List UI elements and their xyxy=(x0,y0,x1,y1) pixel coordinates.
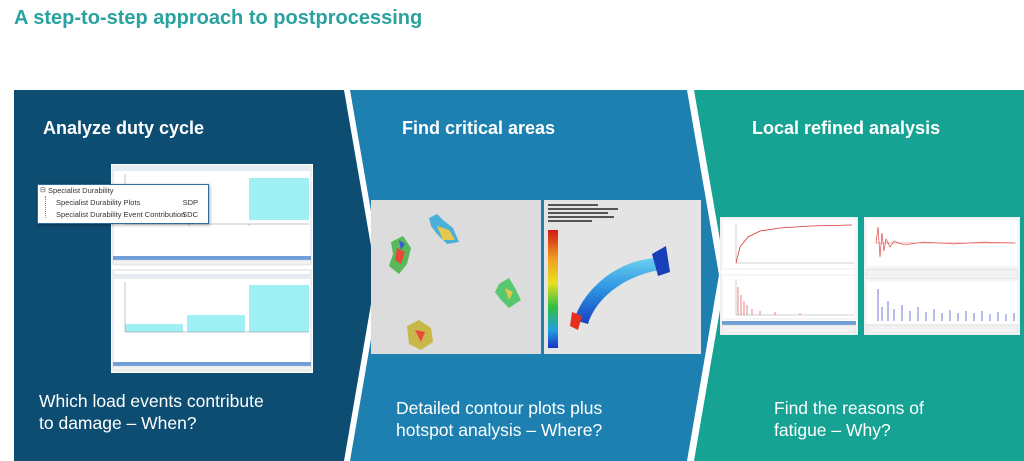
menu-item-code: SDC xyxy=(182,210,198,219)
panel-3-heading: Local refined analysis xyxy=(752,118,941,138)
damage-derivative-spikes xyxy=(737,287,801,315)
caption-line: Which load events contribute xyxy=(39,391,264,411)
load-signal-screenshot xyxy=(864,217,1020,335)
menu-root-label: Specialist Durability xyxy=(48,186,114,195)
specialist-durability-menu[interactable]: ⊟ Specialist Durability Specialist Durab… xyxy=(37,184,209,224)
panel-3-caption: Find the reasons of fatigue – Why? xyxy=(774,397,924,441)
tree-node-icon: ⊟ xyxy=(40,187,46,194)
panel-1-caption: Which load events contribute to damage –… xyxy=(39,390,264,434)
panel-3-background xyxy=(694,90,1024,461)
bar-event-3 xyxy=(249,285,309,332)
menu-item-code: SDP xyxy=(182,198,198,207)
load-signal-curve xyxy=(875,226,1015,258)
page-title: A step-to-step approach to postprocessin… xyxy=(14,7,423,29)
caption-line: to damage – When? xyxy=(39,413,197,433)
bar-event-2 xyxy=(187,315,245,332)
panel-1-heading: Analyze duty cycle xyxy=(43,118,205,138)
damage-curve xyxy=(735,224,853,264)
contour-beam xyxy=(574,258,660,324)
panel-2-caption: Detailed contour plots plus hotspot anal… xyxy=(396,397,602,441)
caption-line: fatigue – Why? xyxy=(774,420,891,440)
damage-history-screenshot xyxy=(720,217,858,335)
contour-plot-screenshot xyxy=(544,200,701,354)
hotspot-screenshot xyxy=(371,200,541,354)
caption-line: Detailed contour plots plus xyxy=(396,398,603,418)
menu-item-label: Specialist Durability Plots xyxy=(56,198,141,207)
menu-root-row[interactable]: ⊟ Specialist Durability xyxy=(38,185,208,197)
spectrum-bars xyxy=(877,289,1015,321)
contour-color-scale xyxy=(548,230,558,348)
caption-line: hotspot analysis – Where? xyxy=(396,420,603,440)
menu-item-label: Specialist Durability Event Contribution xyxy=(56,210,186,219)
bar-event-1 xyxy=(125,324,183,332)
menu-item-sdc[interactable]: Specialist Durability Event Contribution… xyxy=(38,209,208,221)
bar-event-3-upper xyxy=(249,178,309,220)
caption-line: Find the reasons of xyxy=(774,398,924,418)
panel-2-heading: Find critical areas xyxy=(402,118,556,138)
menu-item-sdp[interactable]: Specialist Durability Plots SDP xyxy=(38,197,208,209)
